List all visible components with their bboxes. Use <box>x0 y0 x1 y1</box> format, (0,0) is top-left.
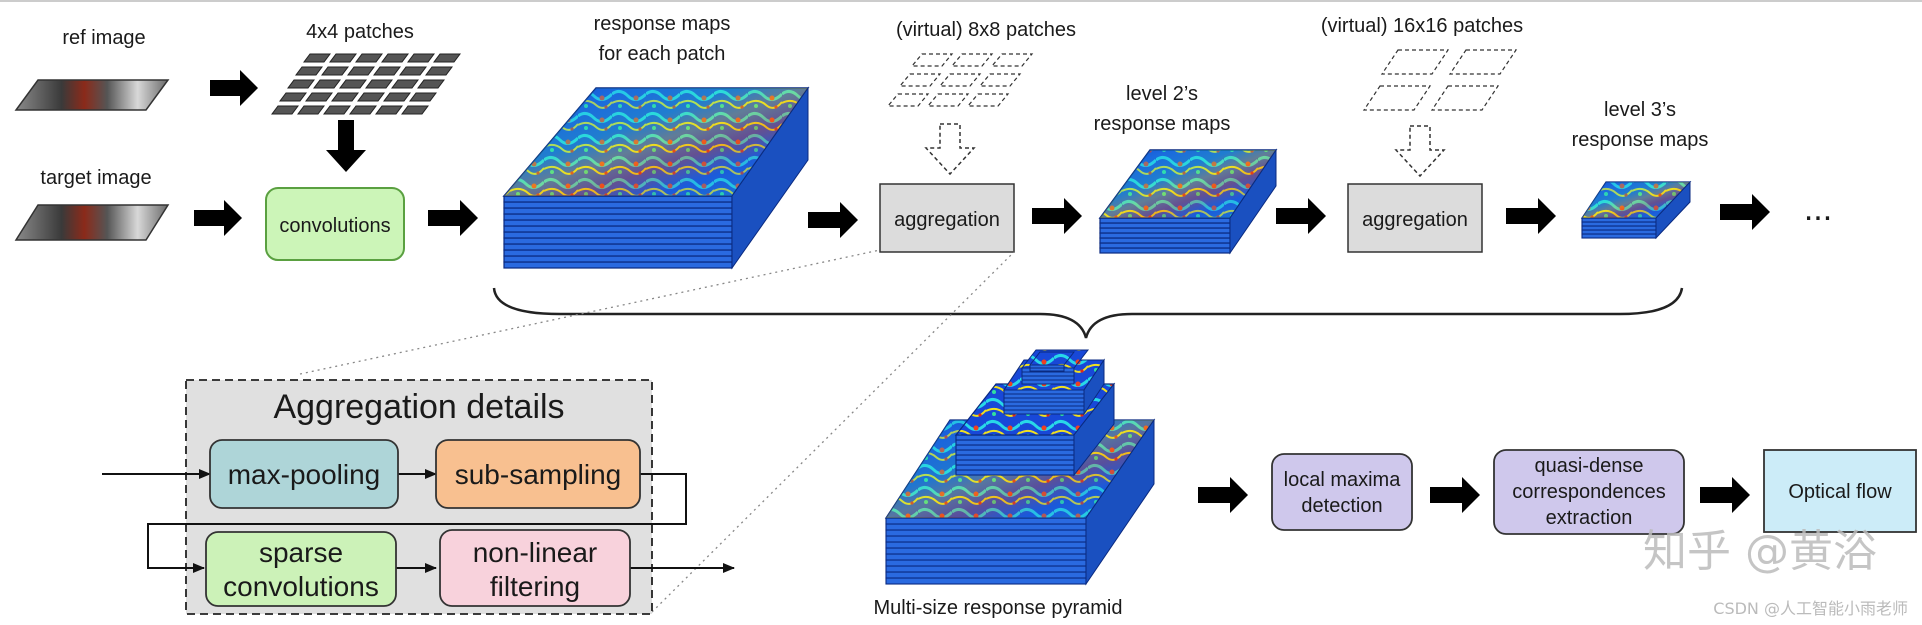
sub-sampling-label: sub-sampling <box>455 459 622 490</box>
quasi-dense-label-line1: quasi-dense <box>1535 455 1644 477</box>
patches-4x4-label: 4x4 patches <box>306 21 414 43</box>
convolutions-node <box>265 187 405 261</box>
zhihu-watermark: 知乎 @黄浴 <box>1643 526 1877 577</box>
response-pyramid <box>884 349 1156 586</box>
level2-label-line2: response maps <box>1094 113 1231 135</box>
optical-flow-node <box>1763 449 1917 533</box>
sparse-convolutions-node <box>205 531 397 607</box>
arrow-patches-to-conv <box>326 120 366 172</box>
ellipsis: ... <box>1804 190 1832 228</box>
nonlinear-filtering-label-line1: non-linear <box>473 537 598 568</box>
zoom-line-bottom <box>651 251 1015 613</box>
quasi-dense-node <box>1493 449 1685 535</box>
level2-response-stack <box>1098 148 1278 255</box>
ref-image-label: ref image <box>62 27 145 49</box>
arrow-target-to-conv <box>194 200 242 236</box>
aggregation-flow-lines <box>102 469 735 573</box>
dashed-arrow-16x16 <box>1394 125 1446 178</box>
level3-label-line1: level 3’s <box>1604 99 1676 121</box>
quasi-dense-label-line2: correspondences <box>1512 481 1665 503</box>
dashed-arrow-8x8 <box>924 123 976 176</box>
target-image-thumbnail <box>14 204 170 241</box>
arrow-agg1-to-level2 <box>1032 198 1082 234</box>
response-maps-label-line1: response maps <box>594 13 731 35</box>
arrow-level3-to-more <box>1720 194 1770 230</box>
local-maxima-label-line2: detection <box>1301 495 1382 517</box>
response-maps-stack <box>502 86 810 270</box>
virtual-16x16-label: (virtual) 16x16 patches <box>1321 15 1523 37</box>
local-maxima-label-line1: local maxima <box>1284 469 1402 491</box>
virtual-16x16-patches <box>1362 49 1518 111</box>
pyramid-caption: Multi-size response pyramid <box>874 597 1123 619</box>
aggregation-node-2 <box>1347 183 1483 253</box>
arrow-pyramid-to-maxima <box>1198 477 1248 513</box>
zoom-line-top <box>299 249 881 375</box>
aggregation-node-1-label: aggregation <box>894 209 1000 231</box>
arrow-agg2-to-level3 <box>1506 198 1556 234</box>
sparse-convolutions-label-line2: convolutions <box>223 571 379 602</box>
target-image-label: target image <box>40 167 151 189</box>
aggregation-details-title: Aggregation details <box>273 388 564 426</box>
level3-response-stack <box>1580 180 1692 240</box>
arrow-ref-to-patches <box>210 70 258 106</box>
max-pooling-label: max-pooling <box>228 459 381 490</box>
response-maps-label-line2: for each patch <box>599 43 726 65</box>
grouping-brace <box>492 287 1684 339</box>
csdn-watermark: CSDN @人工智能小雨老师 <box>1713 599 1908 618</box>
patches-4x4-grid <box>271 53 461 115</box>
arrow-maxima-to-quasi <box>1430 477 1480 513</box>
virtual-8x8-patches <box>886 53 1034 107</box>
max-pooling-node <box>209 439 399 509</box>
arrow-level2-to-agg2 <box>1276 198 1326 234</box>
virtual-8x8-label: (virtual) 8x8 patches <box>896 19 1076 41</box>
aggregation-node-2-label: aggregation <box>1362 209 1468 231</box>
level3-label-line2: response maps <box>1572 129 1709 151</box>
nonlinear-filtering-label-line2: filtering <box>490 571 580 602</box>
local-maxima-node <box>1271 453 1413 531</box>
ref-image-thumbnail <box>14 79 170 111</box>
aggregation-node-1 <box>879 183 1015 253</box>
convolutions-node-label: convolutions <box>279 215 390 237</box>
arrow-conv-to-maps <box>428 200 478 236</box>
quasi-dense-label-line3: extraction <box>1546 507 1633 529</box>
sparse-convolutions-label-line1: sparse <box>259 537 343 568</box>
arrow-maps-to-agg1 <box>808 202 858 238</box>
arrow-quasi-to-flow <box>1700 477 1750 513</box>
level2-label-line1: level 2’s <box>1126 83 1198 105</box>
block-arrows <box>194 70 1770 513</box>
optical-flow-label: Optical flow <box>1788 481 1892 503</box>
sub-sampling-node <box>435 439 641 509</box>
nonlinear-filtering-node <box>439 529 631 607</box>
